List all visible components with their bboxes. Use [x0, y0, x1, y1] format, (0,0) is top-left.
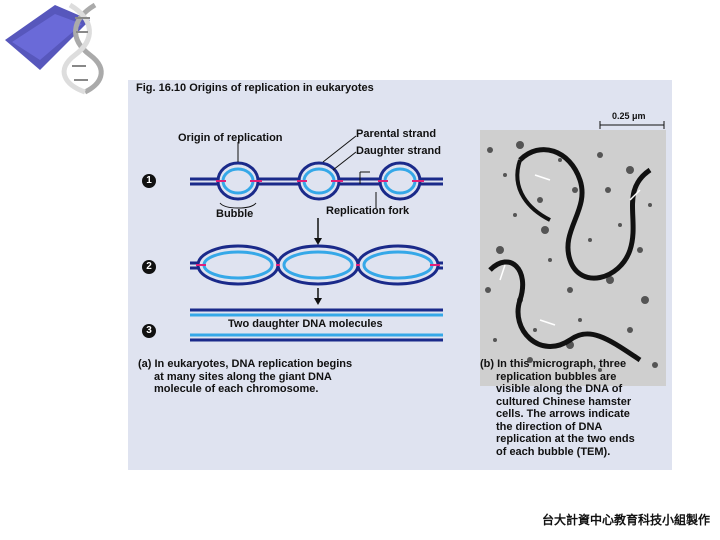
scale-bar-label: 0.25 μm: [612, 111, 646, 121]
dna-helix-icon: [5, 2, 104, 95]
caption-b-line: replication at the two ends: [496, 433, 635, 445]
caption-b-line: visible along the DNA of: [496, 383, 623, 395]
label-bubble: Bubble: [216, 208, 254, 220]
figure-title: Fig. 16.10 Origins of replication in euk…: [136, 82, 374, 94]
caption-b-line: of each bubble (TEM).: [496, 445, 611, 458]
row-2-dna: [190, 244, 443, 286]
label-origin: Origin of replication: [178, 132, 283, 144]
micrograph-image: [480, 130, 666, 386]
label-parental: Parental strand: [356, 128, 437, 140]
footer-credit: 台大計資中心教育科技小組製作: [541, 513, 710, 527]
bubble-row-2-2: [276, 244, 360, 286]
caption-b: (b) In this micrograph, three replicatio…: [480, 358, 635, 458]
caption-a-line: at many sites along the giant DNA: [154, 370, 332, 383]
figure-panel: Fig. 16.10 Origins of replication in euk…: [128, 80, 672, 470]
row-1-dna: [190, 161, 443, 201]
label-molecules: Two daughter DNA molecules: [226, 318, 385, 330]
caption-b-line: replication bubbles are: [496, 370, 617, 383]
bubble-row-2-1: [196, 244, 280, 286]
bubble-row-2-3: [356, 244, 440, 286]
caption-b-line: the direction of DNA: [496, 420, 603, 433]
caption-b-line: cells. The arrows indicate: [496, 408, 630, 420]
replication-diagram: [190, 135, 443, 342]
caption-a-line: molecule of each chromosome.: [154, 383, 319, 395]
step-1: 1: [142, 174, 156, 188]
caption-b-line: (b) In this micrograph, three: [480, 358, 627, 370]
row-3-dna: [190, 308, 443, 342]
caption-a-line: (a) In eukaryotes, DNA replication begin…: [138, 358, 353, 370]
caption-a: (a) In eukaryotes, DNA replication begin…: [138, 358, 352, 396]
scale-bar: [599, 121, 665, 129]
caption-b-line: cultured Chinese hamster: [496, 395, 632, 408]
step-3: 3: [142, 324, 156, 338]
label-fork: Replication fork: [326, 205, 410, 217]
step-2: 2: [142, 260, 156, 274]
label-daughter: Daughter strand: [356, 145, 441, 157]
